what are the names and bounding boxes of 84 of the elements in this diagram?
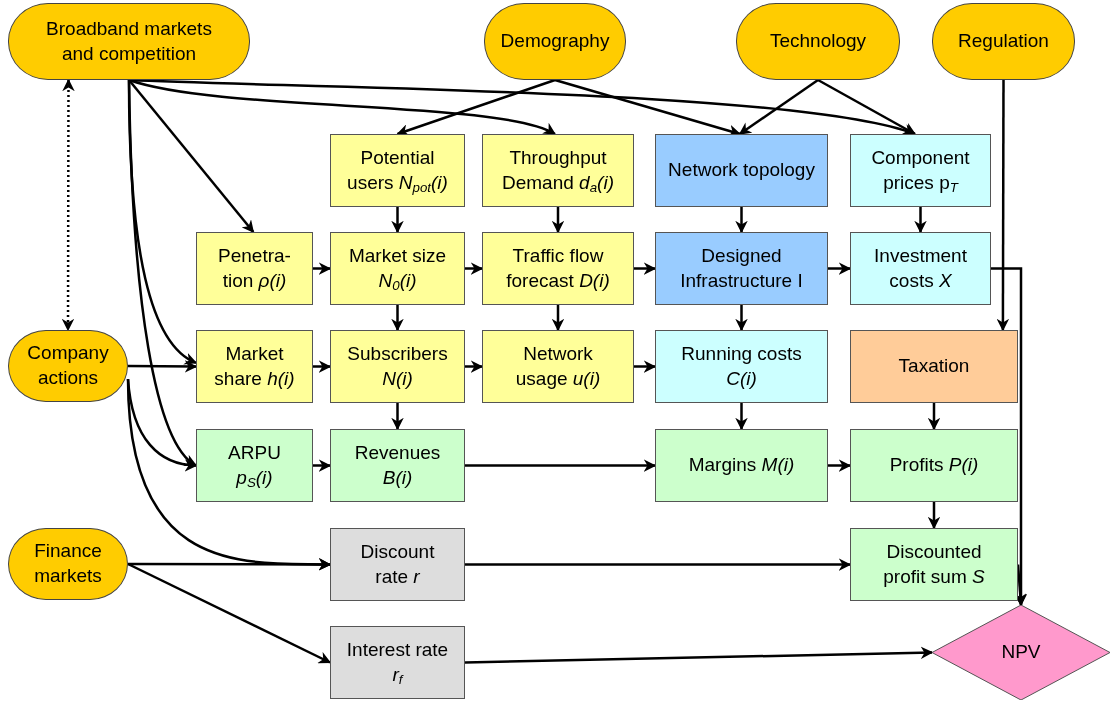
node-label: Market size N$_{0}$(i) (347, 243, 448, 294)
factor-pill (8, 330, 128, 402)
arrow (128, 558, 332, 571)
process-box (196, 429, 313, 502)
node-label: Margins M(i) (687, 453, 796, 478)
node-label: Running costs C(i) (680, 341, 803, 391)
process-box (330, 330, 465, 403)
process-box (850, 232, 991, 305)
arrow (634, 360, 657, 373)
arrow (61, 78, 75, 332)
node-label: Traffic flow forecast D(i) (505, 243, 611, 293)
node-label: Broadband markets and competition (45, 16, 213, 66)
process-box (850, 330, 1018, 403)
arrow (914, 207, 927, 234)
arrow (927, 502, 941, 530)
process-box (850, 429, 1018, 502)
arrow (634, 262, 657, 275)
process-box (850, 134, 991, 207)
process-box (482, 330, 634, 403)
node-label: Revenues B(i) (353, 440, 442, 490)
process-box (482, 134, 634, 207)
arrow (551, 305, 565, 332)
node-label: ARPU p$_{S}$(i) (227, 440, 282, 491)
node-label: NPV (1000, 640, 1042, 665)
arrow (465, 262, 484, 275)
arrow (465, 360, 484, 373)
arrow (313, 360, 332, 373)
node-label: Interest rate r$_{f}$ (345, 637, 450, 688)
process-box (330, 134, 465, 207)
arrow (391, 403, 404, 431)
process-box (330, 528, 465, 601)
node-label: Company actions (26, 341, 110, 390)
arrow (735, 207, 748, 234)
arrow (465, 459, 657, 472)
process-box (655, 429, 828, 502)
node-label: Component prices p$_{T}$ (870, 145, 971, 196)
arrow (128, 79, 255, 233)
node-label: Subscribers N(i) (346, 341, 449, 391)
arrow (391, 207, 404, 234)
node-label: Discounted profit sum S (882, 539, 986, 589)
arrow (828, 262, 852, 275)
arrow (128, 78, 557, 136)
process-box (655, 330, 828, 403)
arrow (127, 562, 332, 664)
arrow (817, 78, 916, 136)
node-label: Network topology (667, 158, 816, 183)
process-box (330, 429, 465, 502)
decision-diamond (932, 605, 1110, 700)
node-label: Throughput Demand d$_{a}$(i) (501, 145, 615, 196)
node-label: Discount rate r (359, 539, 436, 589)
arrow (127, 79, 197, 467)
process-box (655, 232, 828, 305)
process-box (330, 232, 465, 305)
node-label: Potential users N$_{pot}$(i) (346, 145, 449, 196)
arrow (735, 305, 748, 332)
arrow (927, 403, 941, 431)
arrow (464, 646, 934, 664)
arrow (313, 262, 332, 275)
node-label: Taxation (897, 354, 971, 379)
node-label: Profits P(i) (888, 453, 980, 478)
node-label: Regulation (957, 29, 1050, 54)
arrow (828, 459, 852, 472)
node-label: Investment costs X (873, 243, 968, 293)
node-label: Demography (499, 29, 611, 54)
node-label: Finance markets (33, 539, 103, 588)
arrow (313, 459, 332, 472)
process-box (655, 134, 828, 207)
arrow (465, 558, 852, 571)
node-label: Market share h(i) (213, 341, 296, 391)
node-label: Network usage u(i) (514, 341, 602, 391)
process-box (196, 330, 313, 403)
arrow (551, 207, 565, 234)
arrow (996, 80, 1010, 332)
arrow (128, 360, 198, 373)
node-label: Penetra- tion ρ(i) (217, 243, 292, 293)
process-box (330, 626, 465, 699)
arrow (735, 403, 748, 431)
node-label: Designed Infrastructure I (679, 243, 804, 293)
arrow (391, 305, 404, 332)
arrow (738, 78, 819, 136)
process-box (850, 528, 1018, 601)
node-label: Technology (768, 29, 868, 54)
process-box (482, 232, 634, 305)
process-box (196, 232, 313, 305)
